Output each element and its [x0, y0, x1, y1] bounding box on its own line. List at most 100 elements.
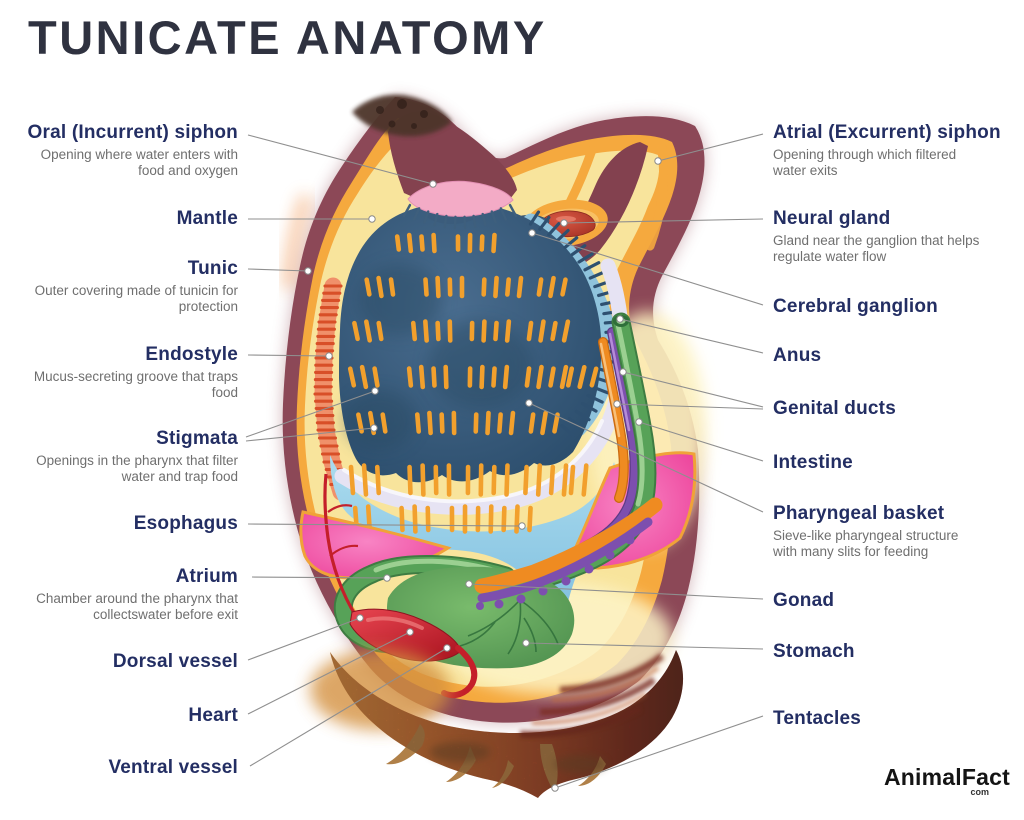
label-heart: Heart	[0, 705, 238, 727]
marker-dot	[304, 267, 312, 275]
stigmata-dash	[364, 277, 372, 297]
stigmata-dash	[414, 412, 422, 434]
label-title: Pharyngeal basket	[773, 503, 945, 524]
label-endostyle: Endostyle Mucus-secreting groove that tr…	[0, 344, 238, 402]
stigmata-dash	[491, 366, 497, 388]
basket-shading	[428, 321, 532, 409]
stigmata-dash	[399, 505, 405, 533]
siphon-cilium	[423, 210, 430, 224]
stigmata-dash	[508, 410, 516, 436]
stigmata-dash	[516, 275, 524, 299]
marker-dot	[528, 229, 536, 237]
leader-line	[247, 631, 411, 715]
basket-slit-tooth	[574, 409, 591, 422]
siphon-cilium	[443, 214, 448, 229]
marker-dot	[518, 522, 526, 530]
siphon-cilium	[433, 212, 439, 227]
stigmata-dash	[559, 364, 569, 390]
label-description: Sieve-like pharyngeal structure with man…	[773, 528, 959, 560]
page-title: TUNICATE ANATOMY	[28, 11, 547, 64]
stigmata-dash	[589, 366, 599, 388]
leader-line	[616, 403, 764, 410]
stigmata-dash	[348, 464, 356, 496]
leader-line	[245, 390, 376, 438]
marker-dot	[560, 219, 568, 227]
marker-dot	[371, 387, 379, 395]
stigmata-dash	[548, 464, 556, 496]
dorsal-vessel-line	[323, 473, 358, 617]
marker-dot	[613, 400, 621, 408]
stigmata-dash	[431, 232, 437, 254]
stigmata-dash	[565, 366, 575, 388]
basket-slit-tooth	[560, 423, 575, 438]
leader-line	[247, 134, 434, 185]
label-esophagus: Esophagus	[0, 513, 238, 535]
stigmata-dash	[347, 366, 357, 388]
label-description: Gland near the ganglion that helps regul…	[773, 233, 980, 265]
label-title: Mantle	[176, 208, 238, 229]
label-title: Esophagus	[133, 513, 238, 534]
label-description: Opening through which filtered water exi…	[773, 147, 957, 179]
marker-dot	[356, 614, 364, 622]
marker-dots	[304, 157, 662, 792]
stigmata-dash	[388, 277, 396, 297]
neural-gland-highlight	[556, 216, 576, 222]
leader-line	[245, 427, 375, 442]
label-title: Atrial (Excurrent) siphon	[773, 122, 1001, 143]
label-title: Gonad	[773, 590, 835, 611]
leader-line	[525, 642, 764, 650]
marker-dot	[522, 639, 530, 647]
stigmata-dash	[548, 275, 556, 299]
stigmata-dash	[356, 412, 364, 434]
marker-dot	[443, 644, 451, 652]
marker-dot	[325, 352, 333, 360]
stigmata-dash	[394, 234, 402, 252]
stigmata-dash	[536, 364, 544, 390]
label-title: Endostyle	[145, 344, 238, 365]
stigmata-dash	[568, 464, 576, 496]
label-title: Anus	[773, 345, 822, 366]
stigmata-dash	[561, 463, 569, 497]
stigmata-dash	[493, 320, 499, 342]
stigmata-dash	[419, 234, 425, 252]
marker-dot	[465, 580, 473, 588]
stigmata-dash	[552, 412, 560, 434]
marker-dot	[429, 180, 437, 188]
stigmata-dash	[504, 463, 510, 497]
tunic-top-patch	[352, 94, 452, 137]
basket-slit-tooth	[588, 270, 607, 280]
leader-line	[657, 133, 764, 162]
stigmata-dash	[561, 319, 571, 343]
basket-slit-tooth	[591, 385, 610, 395]
label-intestine: Intestine	[773, 452, 1021, 474]
stigmata-dash	[406, 232, 414, 254]
stigmata-dash	[374, 464, 382, 496]
basket-shading	[358, 264, 442, 336]
basket-slit-tooth	[577, 252, 594, 264]
basket-shading	[344, 390, 416, 450]
stigmata-dash	[514, 504, 520, 534]
stigmata-dash	[372, 366, 380, 388]
basket-slit-tooth	[547, 222, 561, 237]
stigmata-dash	[501, 505, 507, 533]
label-mantle: Mantle	[0, 208, 238, 230]
stigmata-dash	[376, 320, 384, 342]
label-description: Mucus-secreting groove that traps food	[33, 369, 238, 401]
stigmata-dash	[427, 410, 433, 436]
vessel-branches	[327, 504, 359, 557]
stigmata-dash	[485, 410, 491, 436]
atrial-siphon-orange-edge	[645, 143, 668, 251]
stigmata-dash	[504, 319, 512, 343]
stigmata-dash	[481, 277, 487, 297]
leader-line	[554, 715, 764, 789]
marker-dot	[635, 418, 643, 426]
stigmata-dash	[528, 412, 536, 434]
holdfast-base	[310, 650, 684, 798]
leader-line	[249, 647, 448, 767]
siphon-cilium	[490, 210, 497, 224]
label-genital-ducts: Genital ducts	[773, 398, 1021, 420]
heart-highlight	[366, 616, 424, 630]
stigmata-dash	[535, 463, 543, 497]
label-atrium: Atrium Chamber around the pharynx that c…	[0, 566, 238, 624]
